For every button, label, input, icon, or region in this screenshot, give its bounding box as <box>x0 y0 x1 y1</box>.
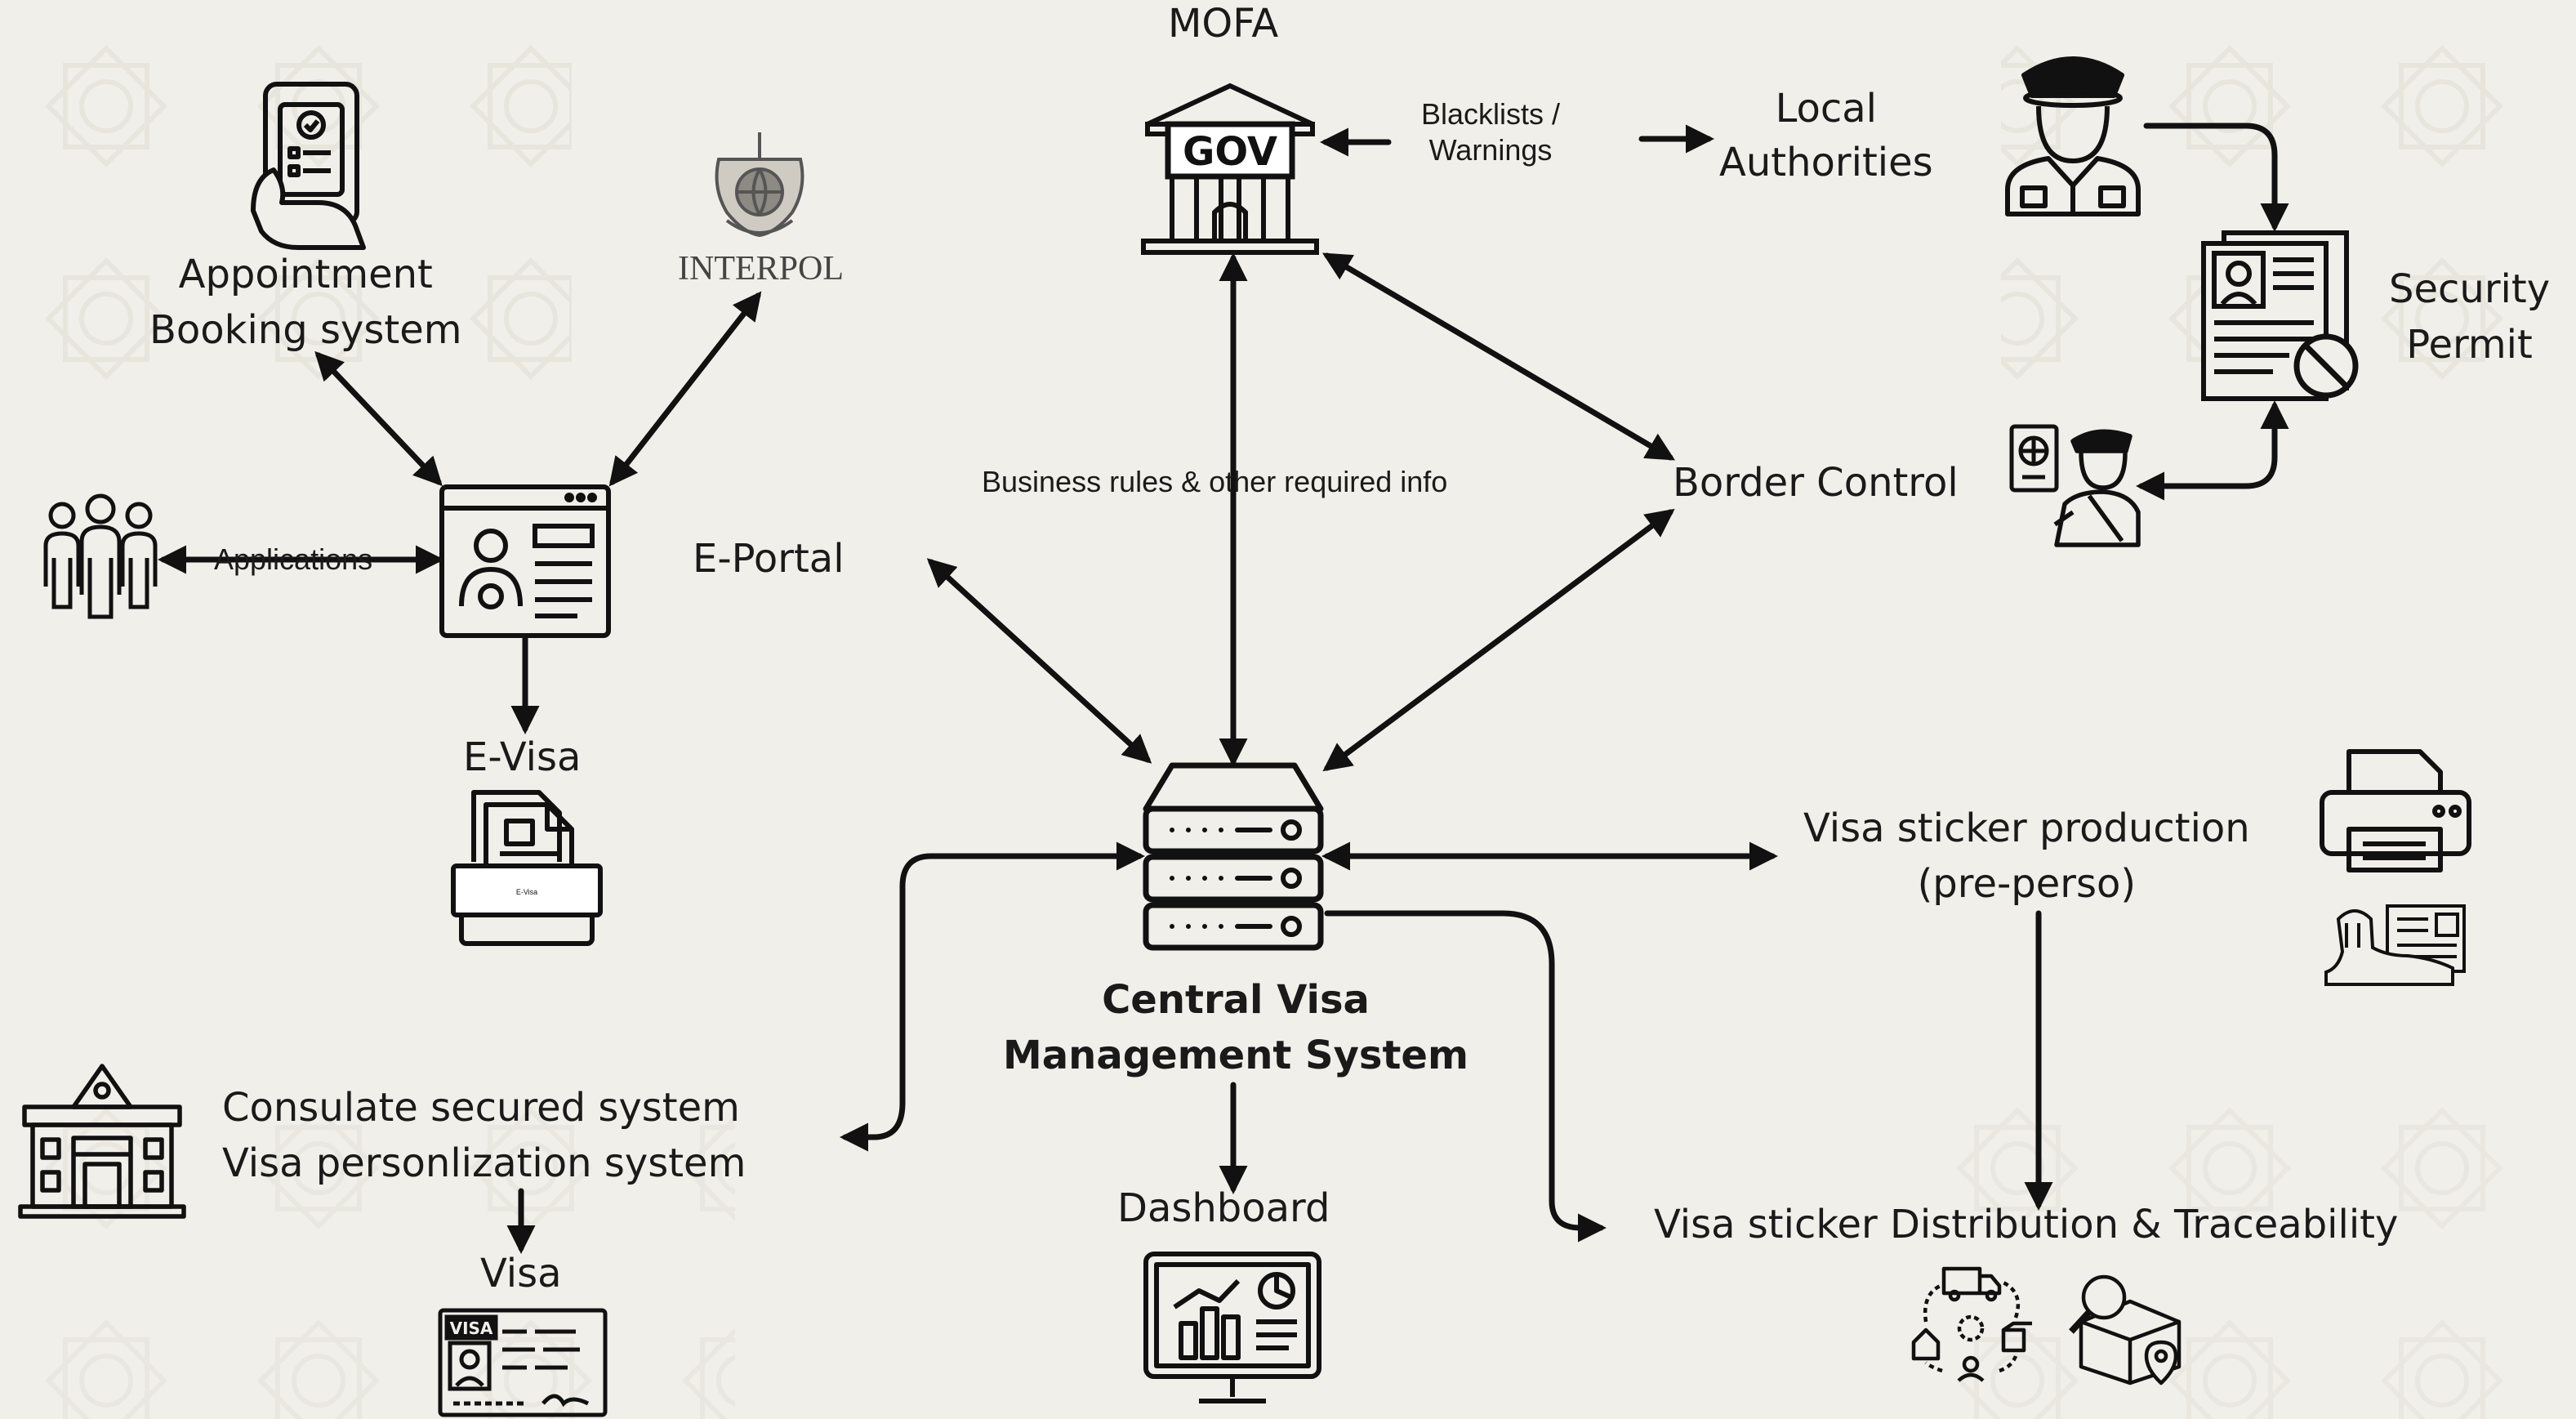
security-line-1: Security <box>2389 266 2551 312</box>
arrow-police-security <box>2143 123 2289 232</box>
dashboard-monitor-icon <box>1143 1252 1321 1403</box>
local-line-2: Authorities <box>1719 140 1933 185</box>
appointment-line-2: Booking system <box>149 307 462 353</box>
security-line-2: Permit <box>2406 322 2533 368</box>
consulate-line-2: Visa personlization system <box>222 1140 747 1186</box>
applications-label: Applications <box>214 542 373 576</box>
consulate-building-icon <box>18 1064 186 1219</box>
police-officer-icon <box>2005 56 2141 216</box>
printer-evisa-icon: E-Visa <box>451 790 603 946</box>
printer-icon <box>2320 749 2471 872</box>
id-document-icon <box>2201 230 2359 401</box>
business-rules-label: Business rules & other required info <box>982 465 1448 498</box>
local-authorities-label: Local Authorities <box>1719 82 1933 190</box>
cvms-label: Central Visa Management System <box>1003 972 1468 1083</box>
border-control-label: Border Control <box>1673 460 1959 506</box>
arrow-mofa-border <box>1321 252 1676 461</box>
consulate-line-1: Consulate secured system <box>222 1085 740 1131</box>
blacklists-line-1: Blacklists / <box>1421 97 1561 131</box>
appointment-label: Appointment Booking system <box>149 247 461 358</box>
arrow-eportal-cvms <box>926 558 1152 764</box>
passport-icon <box>2009 424 2059 493</box>
arrow-security-border <box>2136 400 2289 501</box>
interpol-label: INTERPOL <box>678 250 844 288</box>
mofa-label: MOFA <box>1168 1 1279 47</box>
blacklists-label: Blacklists / Warnings <box>1421 96 1560 168</box>
cvms-line-1: Central Visa <box>1102 977 1370 1023</box>
dashboard-label: Dashboard <box>1117 1185 1330 1231</box>
arrow-appointment-portal <box>314 350 443 487</box>
mobile-booking-icon <box>251 82 366 250</box>
arrow-cvms-distribution <box>1324 910 1607 1243</box>
appointment-line-1: Appointment <box>178 252 433 297</box>
border-officer-icon <box>2009 424 2141 547</box>
blacklists-line-2: Warnings <box>1428 132 1553 167</box>
web-portal-icon <box>439 484 611 638</box>
visa-card-label: VISA <box>450 1319 493 1338</box>
gov-text: GOV <box>1183 129 1277 175</box>
server-icon <box>1143 762 1324 951</box>
sticker-line-1: Visa sticker production <box>1803 805 2250 851</box>
distribution-label: Visa sticker Distribution & Traceability <box>1654 1202 2399 1247</box>
evisa-label: E-Visa <box>463 734 582 780</box>
forbidden-icon <box>2293 333 2359 399</box>
government-building-icon: GOV <box>1141 83 1319 255</box>
sticker-production-label: Visa sticker production (pre-perso) <box>1803 801 2250 912</box>
arrow-cvms-consulate <box>840 841 1145 1152</box>
eportal-label: E-Portal <box>693 536 845 582</box>
package-tracking-icon <box>2069 1274 2182 1386</box>
consulate-label: Consulate secured system Visa personliza… <box>222 1080 746 1191</box>
sphinx-sticker-icon <box>2324 904 2466 986</box>
interpol-emblem-icon <box>715 132 804 238</box>
security-permit-label: Security Permit <box>2389 261 2550 373</box>
delivery-network-icon <box>1911 1266 2032 1382</box>
visa-card-icon: VISA <box>438 1308 608 1417</box>
sticker-line-2: (pre-perso) <box>1917 861 2137 907</box>
arrow-border-cvms <box>1322 508 1675 772</box>
evisa-paper-label: E-Visa <box>516 888 537 896</box>
local-line-1: Local <box>1775 86 1878 132</box>
visa-label: Visa <box>480 1251 562 1296</box>
cvms-line-2: Management System <box>1003 1033 1468 1078</box>
arrow-interpol-portal <box>608 291 762 487</box>
people-group-icon <box>43 493 158 619</box>
